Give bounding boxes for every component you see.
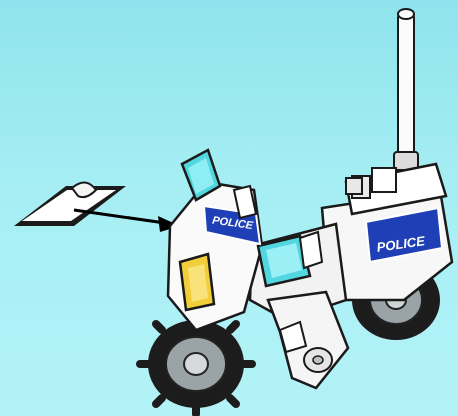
rear-light <box>346 178 362 194</box>
sticker-sheet-icon <box>14 182 126 226</box>
antenna <box>394 9 418 170</box>
headlight <box>180 254 214 310</box>
arrow-icon <box>74 210 180 232</box>
